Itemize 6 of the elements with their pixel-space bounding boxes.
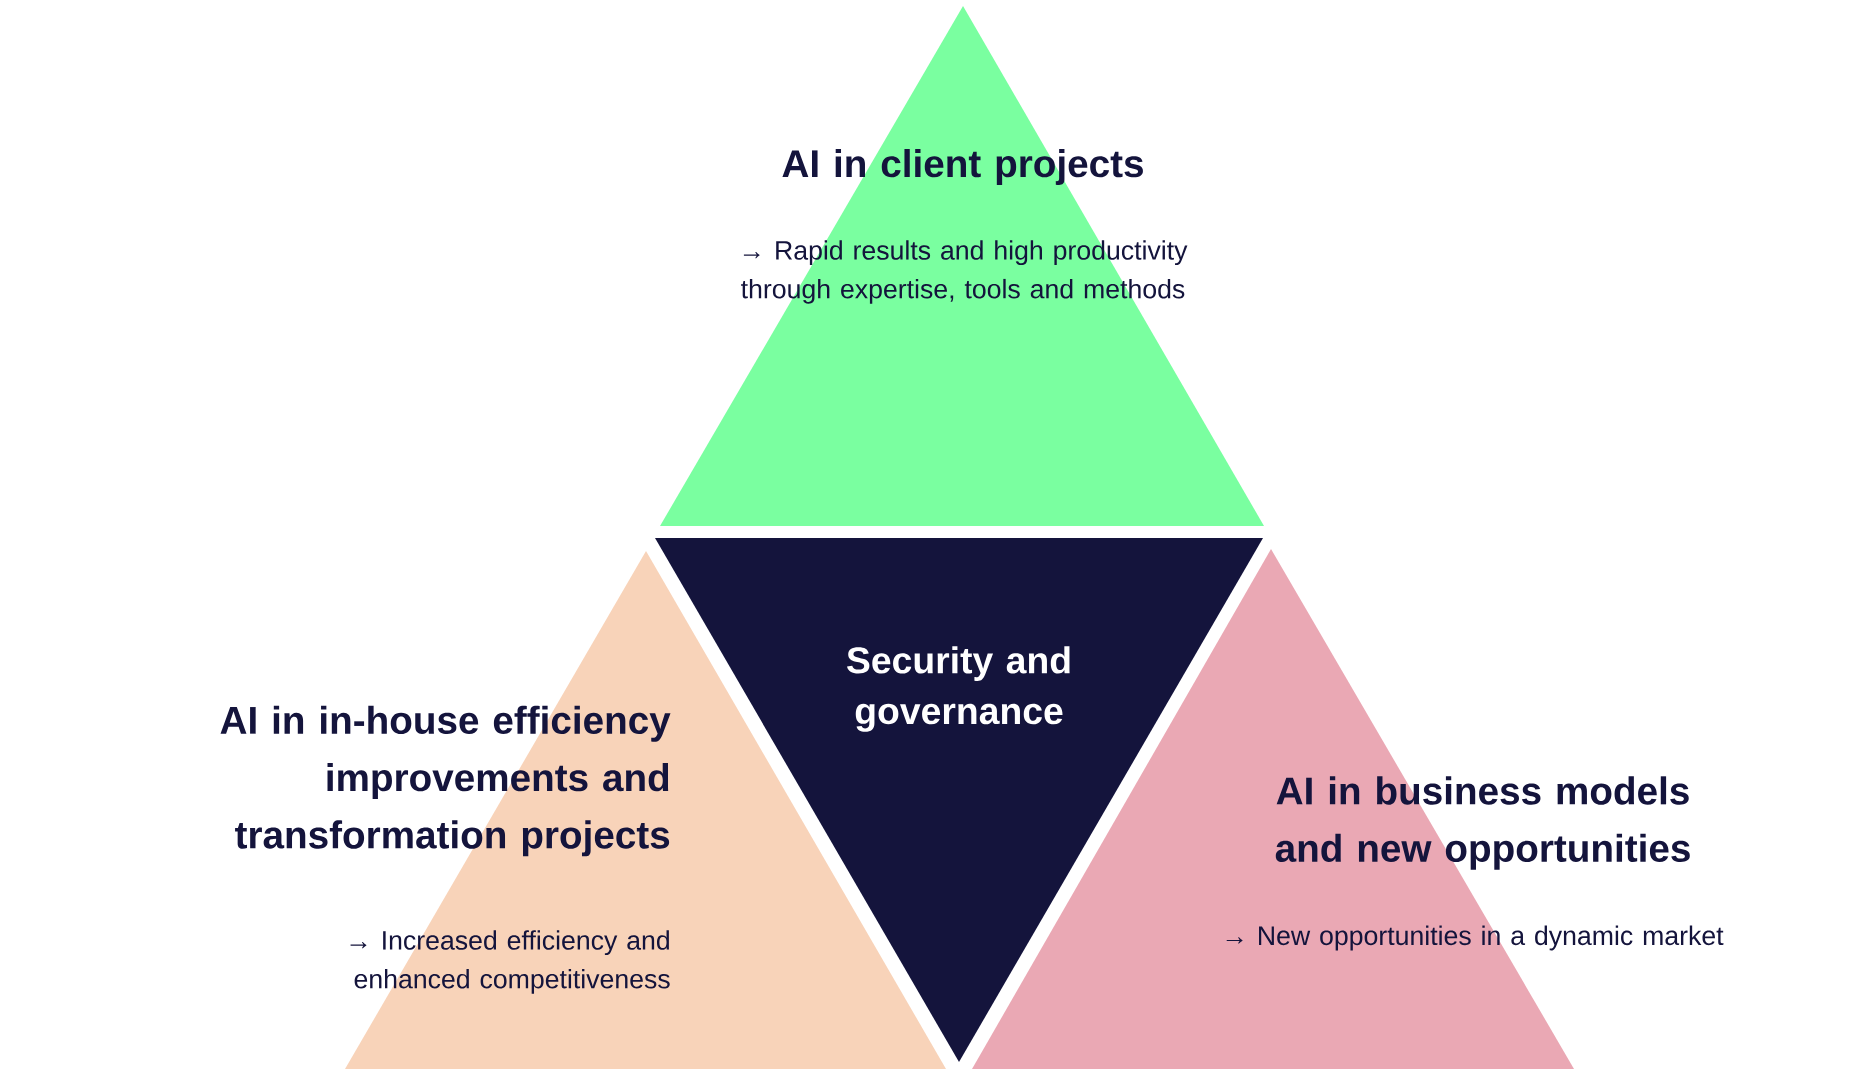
heading: AI in in-house efficiency improvements and transformation projects bbox=[220, 705, 671, 857]
description: → Increased efficiency and enhanced competitiveness bbox=[350, 930, 670, 994]
heading: Security and governance bbox=[847, 646, 1070, 732]
heading: AI in business models and new opportunities bbox=[1275, 776, 1690, 870]
description: → New opportunities in a dynamic market bbox=[1226, 925, 1724, 951]
triangle-panel bbox=[660, 6, 1264, 526]
